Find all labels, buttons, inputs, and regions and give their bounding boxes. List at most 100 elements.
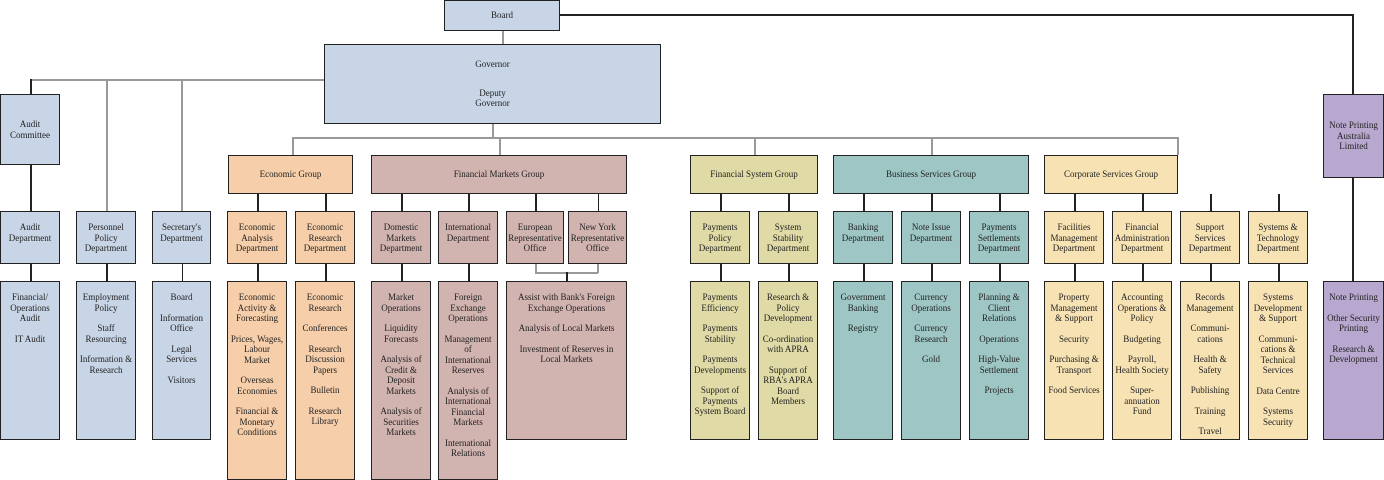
function-item: Research & Development (1329, 343, 1378, 365)
connector-line (1177, 137, 1179, 155)
group-box-financial-markets-group: Financial Markets Group (371, 155, 627, 194)
connector-line (30, 79, 32, 94)
function-item: Visitors (167, 374, 196, 385)
department-label: International Department (445, 222, 491, 243)
connector-line (1352, 14, 1354, 94)
connector-line (1278, 264, 1280, 281)
function-item: Support of Payments System Board (694, 385, 746, 416)
function-item: Information Office (160, 312, 203, 334)
function-item: Conferences (302, 323, 348, 333)
connector-line (292, 137, 294, 155)
function-item: Employment Policy (82, 292, 130, 313)
department-label: Financial Administration Department (1114, 222, 1170, 253)
connector-line (325, 194, 327, 211)
group-box-financial-system-group: Financial System Group (690, 155, 818, 194)
connector-line (863, 264, 865, 281)
audit-committee-label: Audit Committee (10, 119, 50, 140)
function-item: Analysis of Local Markets (518, 323, 615, 333)
function-item: Support of RBA's APRA Board Members (763, 364, 813, 407)
function-item: Property Management & Support (1050, 292, 1098, 323)
department-label: Support Services Department (1188, 222, 1232, 253)
connector-line (401, 264, 403, 281)
function-item: Payments Efficiency (701, 292, 739, 313)
connector-line (1142, 194, 1144, 211)
function-item: Analysis of Credit & Deposit Markets (380, 354, 422, 396)
group-label: Financial System Group (710, 169, 798, 180)
function-item: Gold (922, 354, 940, 364)
function-item: Systems Security (1262, 406, 1293, 427)
function-item: Research & Policy Development (763, 292, 813, 323)
department-label: Domestic Markets Department (379, 222, 423, 253)
function-item: Security (1059, 333, 1089, 344)
department-label: Banking Department (841, 222, 885, 243)
functions-box-representative-offices: Assist with Bank's Foreign Exchange Oper… (506, 281, 627, 440)
department-label: Economic Research Department (303, 222, 347, 253)
function-item: Communi-cations & Technical Services (1258, 333, 1298, 376)
connector-line (492, 124, 494, 138)
connector-line (502, 31, 504, 44)
function-item: Analysis of Securities Markets (380, 406, 422, 437)
note-printing-australia-box: Note Printing Australia Limited (1323, 94, 1384, 178)
function-item: Economic Activity & Forecasting (236, 292, 278, 323)
department-label: Secretary's Department (160, 222, 203, 243)
function-item: Prices, Wages, Labour Market (230, 333, 284, 365)
connector-line (720, 264, 722, 281)
function-item: Payments Developments (694, 354, 746, 375)
department-label: Personnel Policy Department (84, 222, 128, 253)
department-box-new-york-representative-office: New York Representative Office (568, 211, 627, 264)
function-item: Other Security Printing (1327, 312, 1380, 334)
function-item: High-Value Settlement (978, 354, 1020, 375)
function-item: Accounting Operations & Policy (1117, 292, 1167, 323)
department-label: System Stability Department (766, 222, 810, 253)
box-label: Note Printing Australia Limited (1329, 120, 1378, 152)
department-box-european-representative-office: European Representative Office (506, 211, 564, 264)
function-item: Super-annuation Fund (1124, 385, 1160, 416)
department-box-domestic-markets-department: Domestic Markets Department (371, 211, 431, 264)
connector-line (754, 137, 756, 155)
department-label: New York Representative Office (570, 222, 625, 253)
function-item: Bulletin (310, 385, 340, 395)
function-item: Analysis of International Financial Mark… (445, 385, 491, 428)
connector-line (566, 272, 568, 281)
department-label: Facilities Management Department (1050, 222, 1098, 253)
connector-line (788, 264, 790, 281)
group-box-business-services-group: Business Services Group (833, 155, 1029, 194)
connector-line (535, 194, 537, 211)
group-box-economic-group: Economic Group (228, 155, 353, 194)
connector-line (30, 264, 32, 281)
department-label: Systems & Technology Department (1256, 222, 1300, 253)
function-item: Research Library (308, 405, 342, 427)
group-label: Financial Markets Group (453, 169, 545, 180)
connector-line (931, 264, 933, 281)
department-box-facilities-management-department: Facilities Management Department (1044, 211, 1104, 264)
function-item: Travel (1198, 426, 1222, 436)
function-item: Legal Services (166, 343, 197, 365)
connector-line (30, 79, 324, 81)
connector-line (560, 14, 1353, 16)
function-item: International Relations (445, 437, 491, 459)
connector-line (720, 194, 722, 211)
connector-line (30, 165, 32, 211)
connector-line (1074, 264, 1076, 281)
function-item: Management of International Reserves (444, 333, 492, 376)
connector-line (1210, 264, 1212, 281)
connector-line (106, 264, 108, 281)
connector-line (181, 264, 183, 281)
department-label: Note Issue Department (909, 222, 953, 243)
connector-line (292, 137, 1178, 139)
function-item: Foreign Exchange Operations (448, 292, 488, 323)
function-item: Government Banking (840, 292, 886, 313)
connector-line (1142, 264, 1144, 281)
function-item: Records Management (1186, 292, 1234, 313)
function-item: Market Operations (381, 292, 421, 313)
connector-line (468, 264, 470, 281)
connector-line (257, 194, 259, 211)
department-label: Payments Settlements Department (977, 222, 1021, 253)
